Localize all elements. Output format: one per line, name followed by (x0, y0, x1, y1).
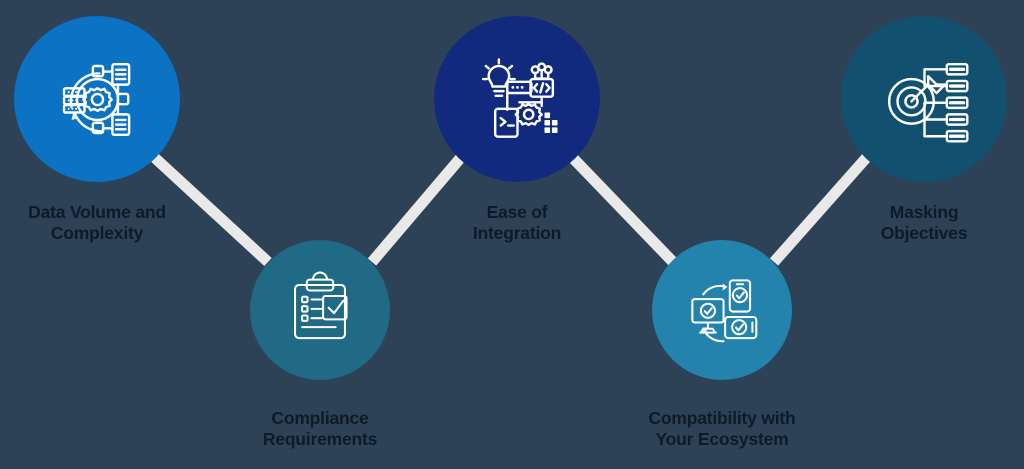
label-ease-of-integration: Ease of Integration (472, 202, 562, 243)
target-checklist-icon (878, 53, 971, 146)
circle-data-volume-and-complexity[interactable] (14, 16, 180, 182)
label-masking-objectives: Masking Objectives (880, 202, 968, 243)
label-data-volume-and-complexity: Data Volume and Complexity (28, 202, 166, 243)
code-lightbulb-gear-icon (471, 53, 564, 146)
connector-line-4 (769, 153, 872, 266)
label-compliance-requirements: Compliance Requirements (262, 408, 378, 449)
multi-device-sync-icon (683, 271, 761, 349)
circle-masking-objectives[interactable] (841, 16, 1007, 182)
label-compatibility-with-your-ecosystem: Compatibility with Your Ecosystem (648, 408, 796, 449)
connector-line-2 (367, 151, 468, 266)
connector-line-1 (151, 153, 272, 267)
circle-ease-of-integration[interactable] (434, 16, 600, 182)
circle-compatibility-with-your-ecosystem[interactable] (652, 240, 792, 380)
connector-line-3 (566, 151, 677, 266)
circle-compliance-requirements[interactable] (250, 240, 390, 380)
clipboard-checklist-icon (281, 271, 359, 349)
database-gear-network-icon (51, 53, 144, 146)
